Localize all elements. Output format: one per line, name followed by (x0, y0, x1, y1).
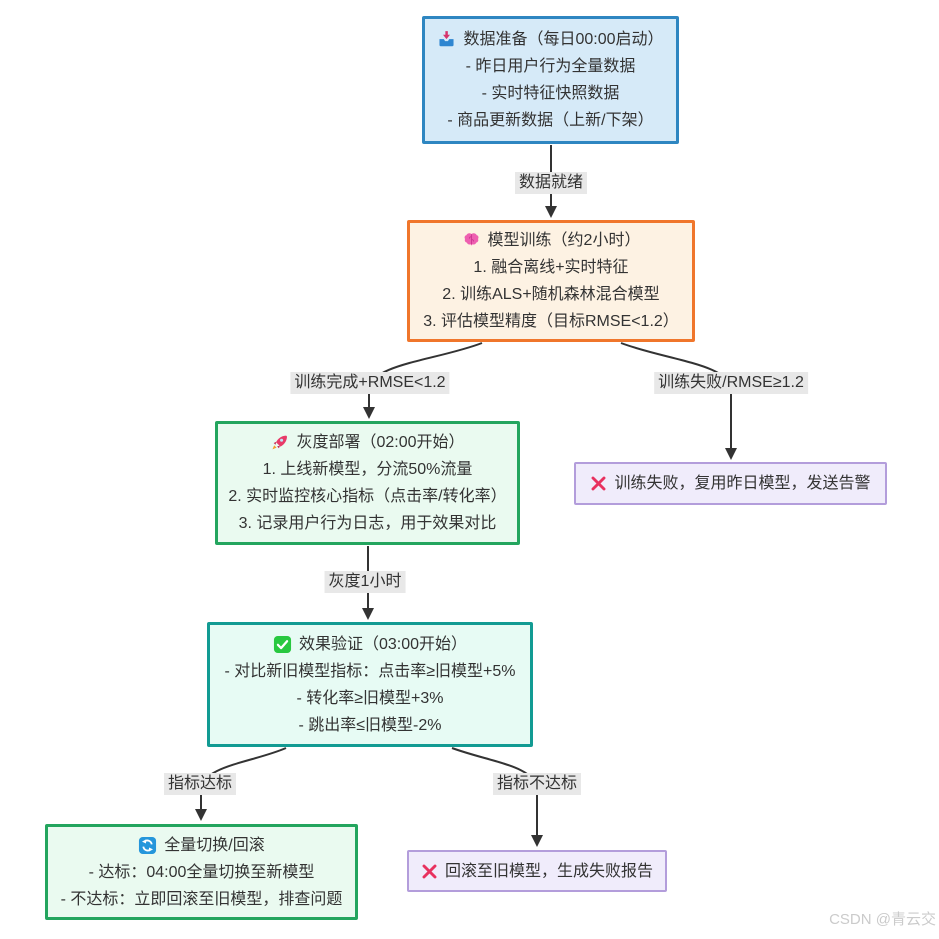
node-line: 2. 实时监控核心指标（点击率/转化率） (228, 488, 507, 505)
node-line: 3. 评估模型精度（目标RMSE<1.2） (423, 313, 679, 330)
watermark: CSDN @青云交 (829, 911, 936, 928)
edge-train-to-trainfail (620, 342, 737, 460)
node-gray-deploy: 灰度部署（02:00开始） 1. 上线新模型，分流50%流量 2. 实时监控核心… (215, 421, 520, 545)
edge-label-gray-hour: 灰度1小时 (324, 571, 406, 593)
node-line: 1. 融合离线+实时特征 (473, 259, 629, 276)
node-line: - 达标：04:00全量切换至新模型 (88, 863, 315, 881)
node-line: - 实时特征快照数据 (481, 85, 620, 102)
node-title: 灰度部署（02:00开始） (296, 434, 465, 451)
refresh-icon (138, 836, 157, 855)
brain-icon (462, 231, 481, 250)
node-line: - 转化率≥旧模型+3% (296, 689, 444, 707)
node-rollback: 回滚至旧模型，生成失败报告 (407, 850, 667, 892)
edge-verify-to-rollback (451, 747, 543, 847)
node-model-train: 模型训练（约2小时） 1. 融合离线+实时特征 2. 训练ALS+随机森林混合模… (407, 220, 695, 342)
node-line: 2. 训练ALS+随机森林混合模型 (442, 286, 660, 303)
edge-label-train-fail: 训练失败/RMSE≥1.2 (654, 372, 808, 394)
edge-label-data-ready: 数据就绪 (514, 172, 588, 194)
node-line: - 不达标：立即回滚至旧模型，排查问题 (60, 890, 343, 908)
check-icon (273, 635, 292, 654)
cross-icon (421, 863, 438, 880)
edge-label-train-ok: 训练完成+RMSE<1.2 (290, 372, 450, 394)
node-title: 全量切换/回滚 (164, 836, 265, 854)
node-title: 数据准备（每日00:00启动） (463, 31, 664, 48)
node-data-prep: 数据准备（每日00:00启动） - 昨日用户行为全量数据 - 实时特征快照数据 … (422, 16, 679, 144)
node-title: 模型训练（约2小时） (487, 232, 641, 249)
node-line: - 商品更新数据（上新/下架） (447, 112, 654, 129)
cross-icon (590, 475, 607, 492)
node-full-switch: 全量切换/回滚 - 达标：04:00全量切换至新模型 - 不达标：立即回滚至旧模… (45, 824, 358, 920)
rocket-icon (270, 433, 289, 452)
node-line: - 对比新旧模型指标：点击率≥旧模型+5% (224, 662, 516, 680)
inbox-tray-icon (437, 30, 456, 49)
node-train-fail: 训练失败，复用昨日模型，发送告警 (574, 462, 887, 505)
node-line: 1. 上线新模型，分流50%流量 (262, 461, 473, 478)
node-title: 回滚至旧模型，生成失败报告 (444, 862, 653, 880)
edge-label-metrics-fail: 指标不达标 (492, 773, 582, 795)
node-title: 效果验证（03:00开始） (298, 635, 468, 653)
node-effect-verify: 效果验证（03:00开始） - 对比新旧模型指标：点击率≥旧模型+5% - 转化… (207, 622, 533, 747)
node-line: - 跳出率≤旧模型-2% (298, 716, 442, 734)
edge-label-metrics-ok: 指标达标 (163, 773, 237, 795)
node-line: - 昨日用户行为全量数据 (465, 58, 636, 75)
node-title: 训练失败，复用昨日模型，发送告警 (614, 475, 871, 492)
node-line: 3. 记录用户行为日志，用于效果对比 (238, 515, 497, 532)
